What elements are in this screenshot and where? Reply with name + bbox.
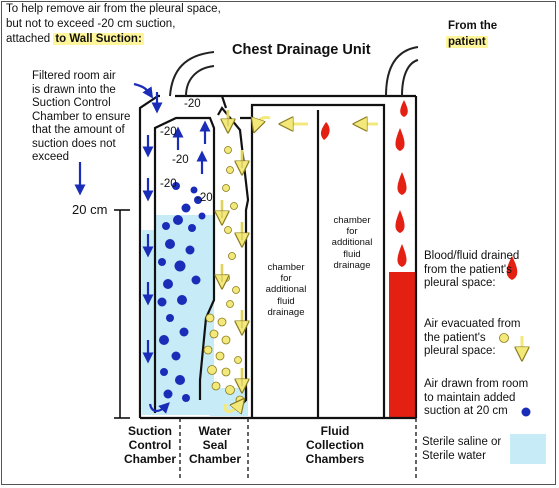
legend-line: to maintain added <box>424 391 516 404</box>
legend-line: from the patient's <box>424 263 512 276</box>
filtered-air-line: is drawn into the <box>32 83 116 96</box>
suction-chamber-saline <box>156 215 214 415</box>
legend-room-air-text: Air drawn from room to maintain added su… <box>424 378 528 419</box>
legend-line: Sterile saline or <box>422 436 502 448</box>
fluid-label-line: Fluid <box>320 424 350 438</box>
legend-yellow-bubble-icon <box>499 333 509 343</box>
from-patient-line-1: From the <box>448 20 498 32</box>
level-scale <box>114 209 130 419</box>
suction-label-line: Control <box>128 438 172 453</box>
patient-tube <box>385 46 419 97</box>
wall-suction-label: to Wall Suction: <box>53 33 144 45</box>
filtered-air-line: that the amount of <box>32 124 125 137</box>
filtered-air-line: Filtered room air <box>32 70 116 82</box>
legend-icons <box>499 256 546 464</box>
legend-blood-text: Blood/fluid drained from the patient's p… <box>424 250 519 291</box>
level-label: 20 cm <box>72 202 108 217</box>
bottom-dividers <box>179 418 417 478</box>
chamber-note-line: for <box>280 273 292 285</box>
patient-label: patient <box>446 36 488 48</box>
intro-line-3: attached to Wall Suction: <box>6 33 144 47</box>
fluid-label-line: Collection <box>305 438 364 453</box>
legend-line: Sterile water <box>422 449 486 462</box>
pressure-label: -20 <box>160 126 177 138</box>
blood-drops <box>320 100 408 267</box>
intro-line-3-prefix: attached <box>6 33 54 45</box>
chamber-note-line: drainage <box>333 259 371 271</box>
legend-blue-bubble-icon <box>521 407 531 417</box>
pressure-label: -20 <box>184 98 201 110</box>
room-air-arrows <box>74 82 211 414</box>
legend-blood-drop-icon <box>506 256 518 280</box>
intro-line-2: but not to exceed -20 cm suction, <box>6 18 176 30</box>
blood-level <box>389 272 416 418</box>
chamber-note-line: chamber <box>267 262 305 273</box>
chamber-note-line: drainage <box>267 306 305 318</box>
legend-line: Air drawn from room <box>424 378 529 390</box>
legend-air-text: Air evacuated from the patient's pleural… <box>424 318 521 359</box>
legend-saline-text: Sterile saline or Sterile water <box>422 436 501 463</box>
water-seal-label-line: Seal <box>202 438 228 453</box>
legend-line: Air evacuated from <box>424 318 521 330</box>
chamber-note-left: chamber for additional fluid drainage <box>254 262 318 318</box>
pressure-label: -20 <box>172 154 189 166</box>
legend-saline-swatch <box>510 434 546 464</box>
chamber-note-line: fluid <box>343 248 361 260</box>
legend-line: pleural space: <box>424 345 496 358</box>
from-patient-line-2: patient <box>446 36 488 50</box>
room-air-bubbles <box>157 182 206 402</box>
water-seal-label-line: Chamber <box>188 452 241 467</box>
suction-label-line: Chamber <box>123 452 176 467</box>
intro-line-1: To help remove air from the pleural spac… <box>6 3 221 15</box>
pressure-label: -20 <box>196 192 213 204</box>
chamber-note-line: chamber <box>333 215 371 226</box>
water-seal-label-line: Water <box>198 424 232 438</box>
suction-chamber-saline-lower <box>142 230 160 415</box>
wall-suction-tube <box>169 51 215 97</box>
patient-air-arrows-outline <box>221 110 243 386</box>
filtered-air-line: suction does not <box>32 137 116 150</box>
fluid-label-line: Chambers <box>305 452 365 467</box>
chamber-note-line: additional <box>331 237 373 249</box>
legend-line: suction at 20 cm <box>424 405 508 418</box>
filtered-air-line: exceed <box>32 151 70 164</box>
filtered-air-line: Chamber to ensure <box>32 110 131 123</box>
pressure-label: -20 <box>160 178 177 190</box>
fluid-collection-label: Fluid Collection Chambers <box>280 424 390 466</box>
chamber-note-line: for <box>346 226 358 238</box>
filtered-air-note: Filtered room air is drawn into the Suct… <box>32 70 142 165</box>
unit-outline <box>138 94 418 420</box>
chamber-note-line: additional <box>265 284 307 296</box>
suction-label-line: Suction <box>128 424 172 438</box>
legend-line: the patient's <box>424 331 486 344</box>
water-seal-label: Water Seal Chamber <box>182 424 248 466</box>
diagram-title: Chest Drainage Unit <box>232 42 371 58</box>
suction-control-label: Suction Control Chamber <box>118 424 182 466</box>
legend-line: Blood/fluid drained <box>424 250 520 262</box>
chamber-note-line: fluid <box>277 295 295 307</box>
filtered-air-line: Suction Control <box>32 97 111 110</box>
chamber-note-right: chamber for additional fluid drainage <box>320 215 384 271</box>
legend-line: pleural space: <box>424 277 496 290</box>
